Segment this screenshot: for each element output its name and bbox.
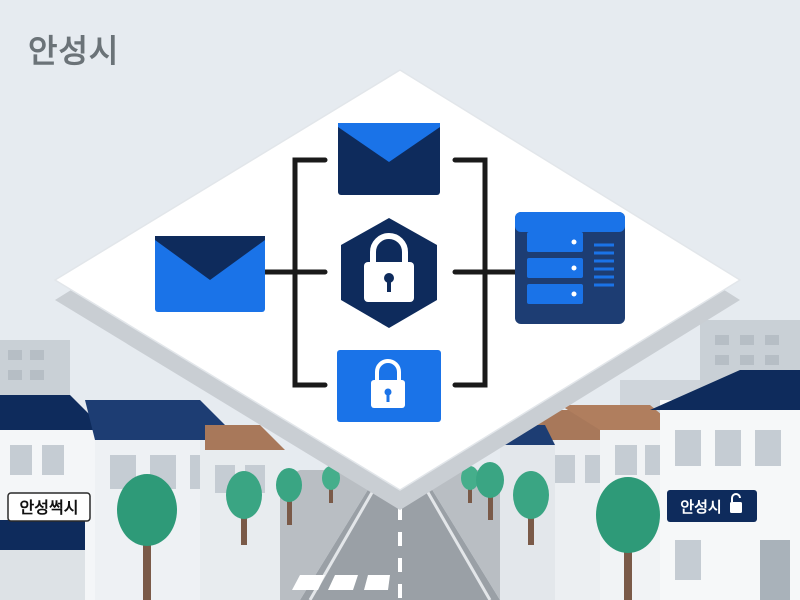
crosswalk: [292, 575, 390, 590]
left-shop-sign-text: 안성썩시: [20, 498, 79, 517]
right-shop-sign: 안성시: [667, 490, 757, 522]
left-shop-sign: 안성썩시: [7, 492, 91, 522]
tree-icon: [461, 466, 479, 503]
email-envelope-icon: [338, 123, 440, 195]
right-shop-sign-text: 안성시: [680, 498, 721, 516]
tree-icon: [476, 462, 504, 520]
server-icon: [515, 212, 625, 324]
padlock-hexagon-icon: [341, 218, 437, 328]
tree-icon: [322, 466, 340, 503]
tree-icon: [596, 477, 660, 600]
sign-lock-icon: [730, 493, 742, 513]
city-title: 안성시: [28, 32, 120, 70]
tree-icon: [226, 471, 262, 545]
tree-icon: [117, 474, 177, 600]
tree-icon: [276, 468, 302, 525]
connector-lines: [262, 157, 518, 388]
email-envelope-icon: [155, 236, 265, 312]
tree-icon: [513, 471, 549, 545]
padlock-icon: [337, 350, 441, 422]
street-trees: [117, 462, 660, 600]
